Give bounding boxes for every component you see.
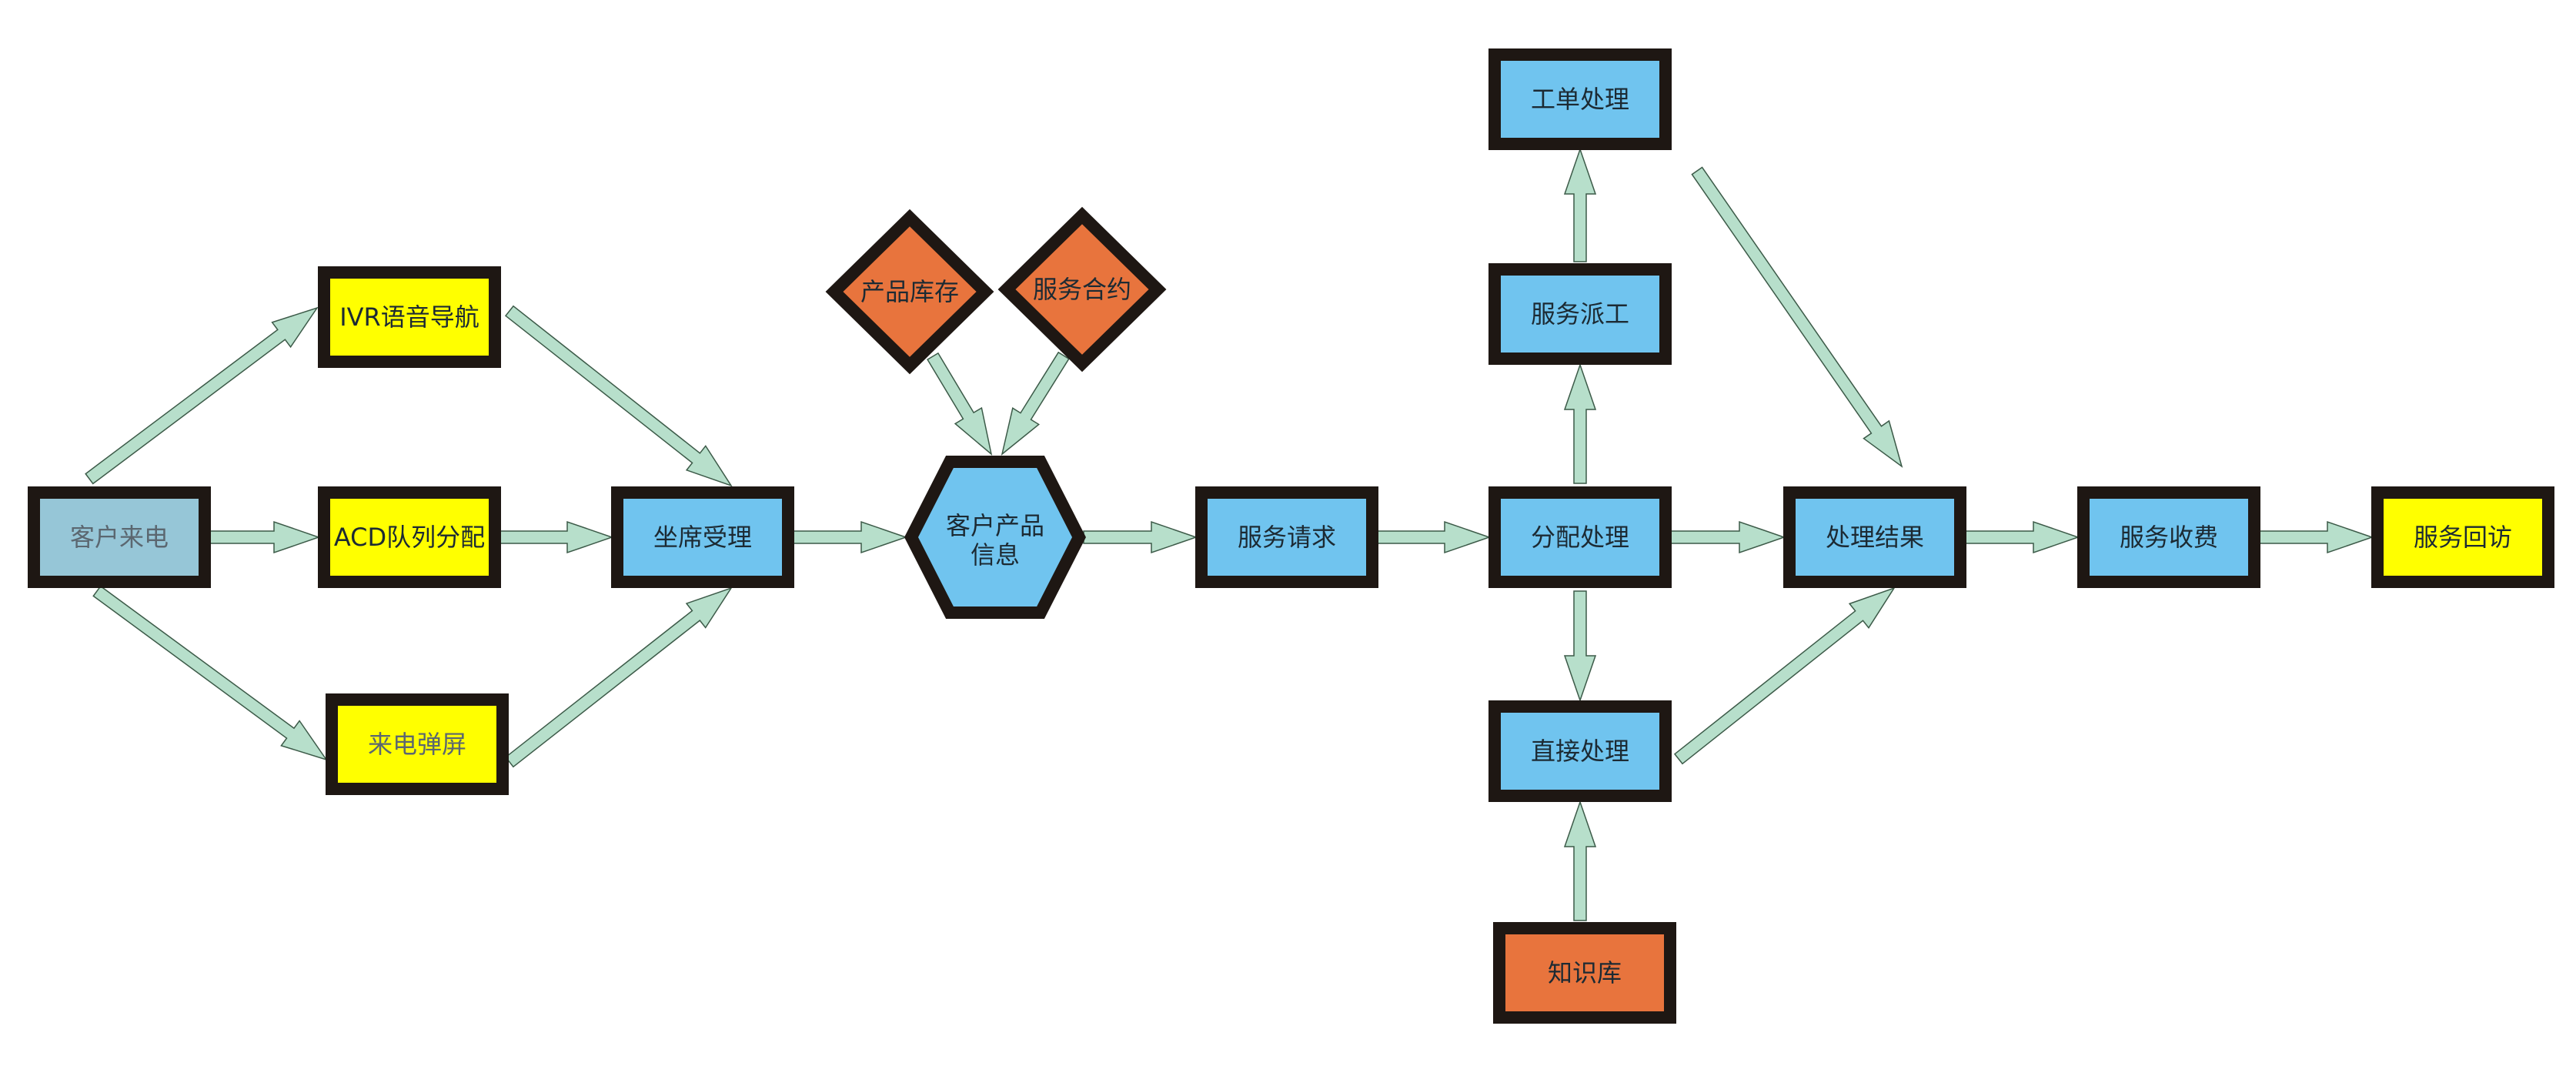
node-box xyxy=(28,486,211,588)
arrow-ivr-to-agent xyxy=(504,305,733,487)
arrow-charge-to-revisit xyxy=(2259,520,2374,554)
node-customer-product-info: 客户产品 信息 xyxy=(904,456,1086,619)
node-label: 服务收费 xyxy=(2120,523,2218,552)
arrow-result-to-charge xyxy=(1965,520,2080,554)
node-label: 坐席受理 xyxy=(653,523,752,552)
node-dispatch-processing: 分配处理 xyxy=(1488,486,1672,588)
arrow-dispatch-to-servicedispatch xyxy=(1563,363,1597,484)
node-label: 服务合约 xyxy=(1033,275,1131,304)
node-direct-processing: 直接处理 xyxy=(1488,700,1672,802)
arrow-inventory-to-info xyxy=(927,352,993,456)
arrow-agent-to-info xyxy=(793,520,908,554)
node-label: 直接处理 xyxy=(1531,737,1629,766)
node-service-revisit: 服务回访 xyxy=(2371,486,2554,588)
nodes: 客户来电 IVR语音导航 ACD队列分配 来电弹屏 坐席受理 产品库存 xyxy=(28,48,2554,1024)
node-label: ACD队列分配 xyxy=(334,523,485,552)
node-label: 工单处理 xyxy=(1531,85,1629,114)
node-box xyxy=(1488,263,1672,365)
node-box xyxy=(2077,486,2260,588)
node-box xyxy=(1195,486,1378,588)
node-agent-accept: 坐席受理 xyxy=(611,486,794,588)
node-label: 知识库 xyxy=(1548,958,1622,987)
arrows xyxy=(85,147,2374,921)
node-service-request: 服务请求 xyxy=(1195,486,1378,588)
node-label: 处理结果 xyxy=(1826,523,1924,552)
node-box xyxy=(2371,486,2554,588)
node-label: IVR语音导航 xyxy=(339,302,479,332)
node-label: 客户来电 xyxy=(70,523,169,552)
node-hexagon xyxy=(904,456,1086,619)
node-box xyxy=(1488,700,1672,802)
arrow-servicedispatch-to-workorder xyxy=(1563,147,1597,262)
node-box xyxy=(1783,486,1966,588)
arrow-acd-to-agent xyxy=(499,520,614,554)
arrow-request-to-dispatch xyxy=(1377,520,1492,554)
node-label: 产品库存 xyxy=(860,277,959,306)
arrow-dispatch-to-result xyxy=(1670,520,1786,554)
node-customer-call: 客户来电 xyxy=(28,486,211,588)
node-product-inventory: 产品库存 xyxy=(825,209,994,375)
node-label: 分配处理 xyxy=(1531,523,1629,552)
node-work-order-processing: 工单处理 xyxy=(1488,48,1672,150)
node-diamond xyxy=(825,209,994,375)
arrow-workorder-to-result xyxy=(1691,166,1903,468)
node-box xyxy=(326,693,509,795)
arrow-direct-to-result xyxy=(1673,586,1896,765)
node-label: 服务回访 xyxy=(2414,523,2512,552)
arrow-popup-to-agent xyxy=(505,586,733,768)
node-label-line2: 信息 xyxy=(971,540,1020,570)
node-label: 服务派工 xyxy=(1531,299,1629,329)
node-box xyxy=(318,266,501,368)
node-label: 来电弹屏 xyxy=(368,730,466,759)
node-call-popup: 来电弹屏 xyxy=(326,693,509,795)
arrow-dispatch-to-direct xyxy=(1563,590,1597,703)
node-box xyxy=(1488,48,1672,150)
node-service-dispatch: 服务派工 xyxy=(1488,263,1672,365)
arrow-call-to-popup xyxy=(92,585,328,761)
node-acd-queue: ACD队列分配 xyxy=(318,486,501,588)
node-box xyxy=(318,486,501,588)
arrow-contract-to-info xyxy=(1001,351,1070,456)
node-box xyxy=(611,486,794,588)
node-box xyxy=(1493,922,1676,1024)
node-box xyxy=(1488,486,1672,588)
arrow-call-to-acd xyxy=(209,520,321,554)
node-ivr-navigation: IVR语音导航 xyxy=(318,266,501,368)
arrow-info-to-request xyxy=(1083,520,1198,554)
node-service-charge: 服务收费 xyxy=(2077,486,2260,588)
node-processing-result: 处理结果 xyxy=(1783,486,1966,588)
arrow-knowledge-to-direct xyxy=(1563,800,1597,921)
node-label: 服务请求 xyxy=(1238,523,1336,552)
node-knowledge-base: 知识库 xyxy=(1493,922,1676,1024)
node-service-contract: 服务合约 xyxy=(997,206,1167,373)
node-label-line1: 客户产品 xyxy=(946,511,1044,540)
arrow-call-to-ivr xyxy=(85,306,319,485)
node-diamond xyxy=(997,206,1167,373)
